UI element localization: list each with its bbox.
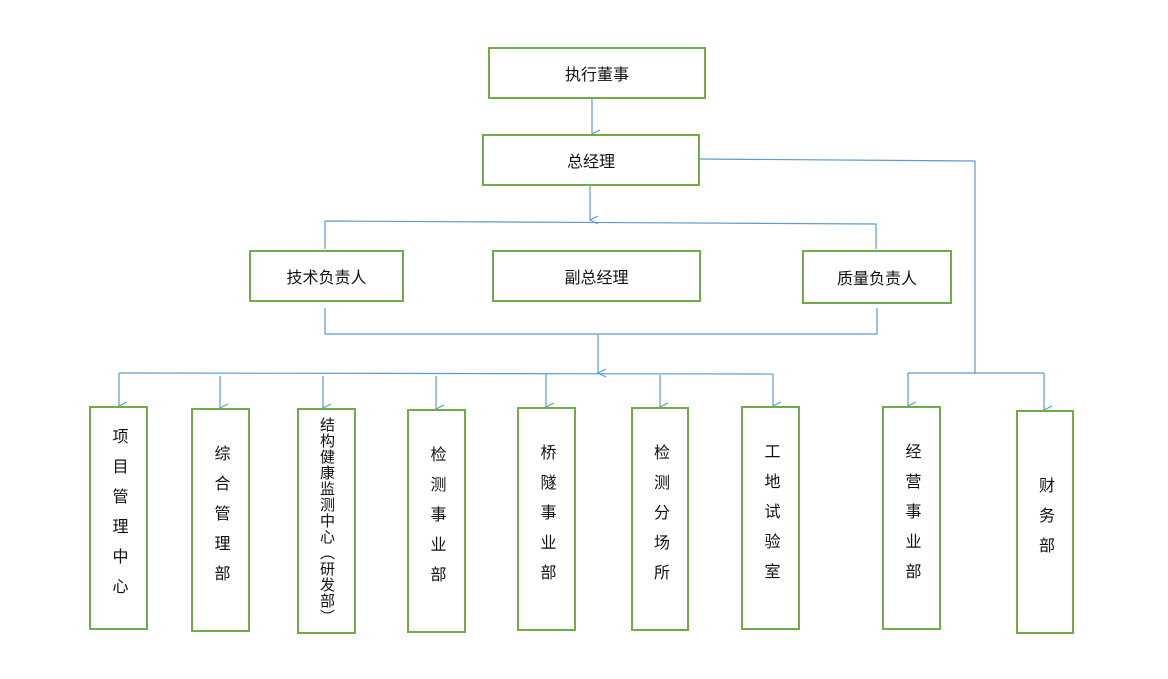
dept-site-laboratory: 工地试验室 (741, 406, 800, 630)
dept-general-admin: 综合管理部 (191, 408, 250, 632)
dept-label: 项目管理中心 (109, 428, 129, 608)
node-executive-director: 执行董事 (488, 47, 706, 99)
node-label: 执行董事 (564, 65, 629, 84)
dept-bridge-tunnel: 桥隧事业部 (517, 407, 576, 631)
node-technical-lead: 技术负责人 (249, 250, 404, 302)
dept-inspection-branch: 检测分场所 (631, 407, 689, 631)
dept-label: 财务部 (1036, 477, 1055, 567)
node-quality-lead: 质量负责人 (802, 250, 952, 304)
dept-label: 结构健康监测中心（研发部） (318, 417, 336, 625)
node-label: 总经理 (566, 152, 615, 171)
connector-gm-right (698, 158, 976, 374)
dept-label: 桥隧事业部 (537, 444, 557, 594)
node-general-manager: 总经理 (482, 134, 700, 186)
dept-label: 工地试验室 (761, 443, 781, 593)
dept-label: 检测分场所 (651, 444, 670, 594)
dept-finance: 财务部 (1016, 410, 1074, 634)
dept-label: 综合管理部 (211, 445, 231, 595)
dept-project-management: 项目管理中心 (89, 406, 148, 630)
node-label: 质量负责人 (836, 269, 917, 288)
dept-label: 经营事业部 (902, 443, 922, 593)
node-deputy-gm: 副总经理 (492, 250, 701, 302)
node-label: 技术负责人 (286, 268, 367, 287)
dept-inspection: 检测事业部 (407, 409, 466, 633)
dept-bus-line (118, 372, 774, 375)
dept-structural-monitoring: 结构健康监测中心（研发部） (297, 408, 356, 634)
bracket-managers-bottom (324, 308, 878, 335)
node-label: 副总经理 (564, 268, 629, 287)
dept-business: 经营事业部 (882, 406, 941, 630)
bracket-managers (324, 220, 877, 249)
dept-label: 检测事业部 (427, 446, 447, 596)
